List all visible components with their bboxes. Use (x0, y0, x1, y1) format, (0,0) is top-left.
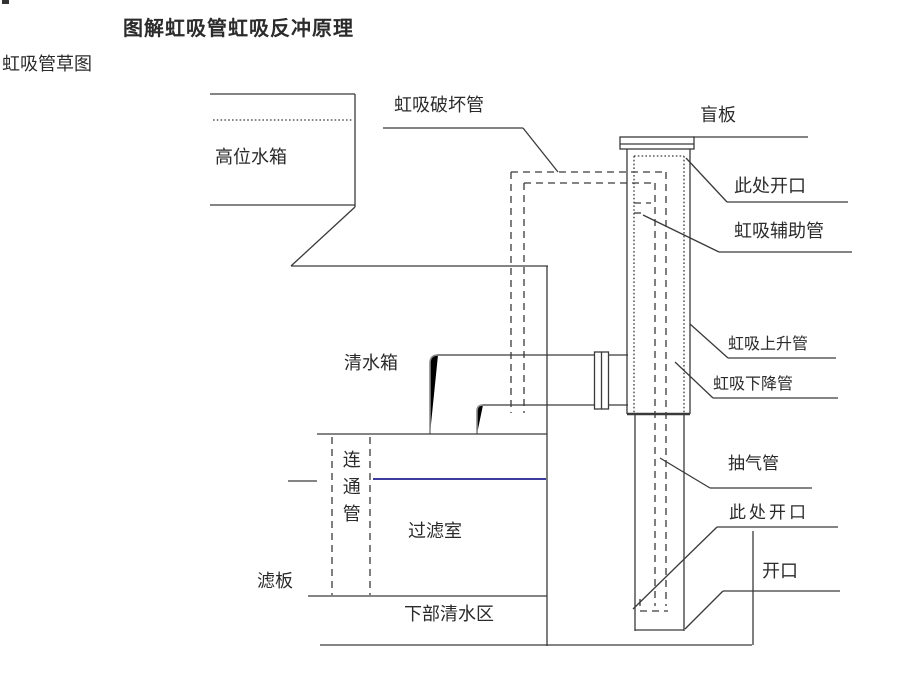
aux-pipe-leader-line (642, 214, 720, 253)
label-connecting-pipe: 连通管 (340, 450, 361, 531)
label-opening-here-bottom: 此处开口 (729, 503, 809, 522)
blind-plate-cap (619, 136, 695, 150)
label-lower-clean-water-zone: 下部清水区 (404, 604, 494, 624)
opening-top-leader-line (685, 157, 728, 203)
label-opening-here-top: 此处开口 (734, 176, 806, 196)
label-high-tank: 高位水箱 (215, 147, 287, 167)
corner-artifact-mark (2, 0, 9, 4)
label-opening: 开口 (762, 561, 798, 581)
break-pipe-leader-line (522, 127, 559, 173)
label-air-pipe: 抽气管 (728, 454, 779, 473)
riser-pipe-leader-line (689, 323, 729, 359)
page-title: 图解虹吸管虹吸反冲原理 (123, 18, 354, 40)
drop-pipe-outer-curve (429, 354, 439, 434)
label-blind-plate: 盲板 (700, 105, 736, 125)
drop-pipe-inner-curve (476, 404, 484, 434)
page-subtitle: 虹吸管草图 (2, 54, 92, 74)
opening-leader-line (684, 590, 724, 630)
label-filter-plate: 滤板 (257, 571, 293, 591)
tank-outlet-diagonal-line (290, 206, 356, 267)
down-pipe-leader-line (674, 361, 714, 399)
label-siphon-down-pipe: 虹吸下降管 (713, 376, 794, 393)
opening-bottom-leader-line (632, 526, 718, 610)
label-clean-water-tank: 清水箱 (344, 353, 398, 373)
label-siphon-riser-pipe: 虹吸上升管 (728, 336, 809, 353)
air-pipe-leader-line (659, 457, 711, 489)
label-siphon-aux-pipe: 虹吸辅助管 (734, 221, 824, 241)
label-siphon-break-pipe: 虹吸破坏管 (394, 95, 484, 115)
label-filter-chamber: 过滤室 (408, 521, 462, 541)
